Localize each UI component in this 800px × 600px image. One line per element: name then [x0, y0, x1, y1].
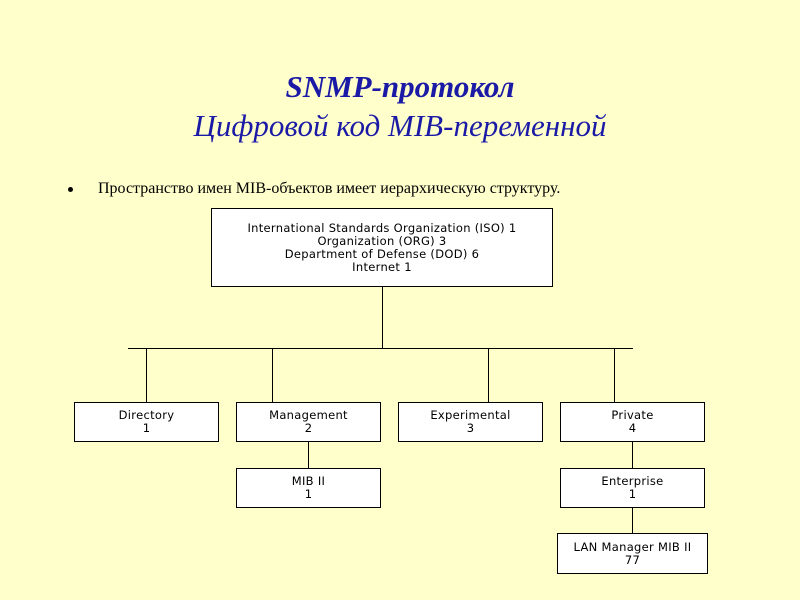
node-experimental: Experimental 3	[398, 402, 543, 442]
connector-experimental	[488, 348, 489, 402]
connector-private	[614, 348, 615, 402]
node-management-name: Management	[269, 408, 348, 422]
node-private: Private 4	[560, 402, 705, 442]
slide-title: SNMP-протокол Цифровой код MIB-переменно…	[0, 68, 800, 146]
connector-directory	[146, 348, 147, 402]
node-mib2-code: 1	[304, 487, 313, 501]
connector-mib2	[308, 441, 309, 468]
node-root-line-1: International Standards Organization (IS…	[247, 220, 517, 235]
node-root-internet: International Standards Organization (IS…	[211, 208, 553, 287]
node-private-code: 4	[628, 421, 637, 435]
node-directory: Directory 1	[74, 402, 219, 442]
node-enterprise-name: Enterprise	[601, 474, 664, 488]
connector-horizontal-bar	[128, 348, 633, 349]
bullet-dot-icon	[68, 187, 73, 192]
bullet-text: Пространство имен MIB-объектов имеет иер…	[98, 180, 561, 197]
node-experimental-code: 3	[466, 421, 475, 435]
node-management-code: 2	[304, 421, 313, 435]
node-lanmanager-name: LAN Manager MIB II	[573, 539, 692, 554]
connector-management	[272, 348, 273, 402]
node-root-line-3: Department of Defense (DOD) 6	[284, 246, 480, 261]
node-lanmanager-code: 77	[624, 552, 641, 567]
node-enterprise-code: 1	[628, 487, 637, 501]
node-mib2-name: MIB II	[291, 474, 326, 488]
node-mib2: MIB II 1	[236, 468, 381, 508]
node-directory-name: Directory	[118, 408, 175, 422]
node-enterprise: Enterprise 1	[560, 468, 705, 508]
node-management: Management 2	[236, 402, 381, 442]
node-private-name: Private	[611, 408, 654, 422]
connector-lanmanager	[632, 507, 633, 533]
node-directory-code: 1	[142, 421, 151, 435]
title-subtitle: Цифровой код MIB-переменной	[193, 108, 607, 143]
connector-enterprise	[632, 441, 633, 468]
node-lan-manager: LAN Manager MIB II 77	[557, 533, 708, 574]
title-main: SNMP-протокол	[285, 69, 515, 104]
node-experimental-name: Experimental	[430, 408, 511, 422]
node-root-line-4: Internet 1	[352, 259, 412, 274]
node-root-line-2: Organization (ORG) 3	[317, 233, 447, 248]
connector-root-down	[382, 286, 383, 349]
